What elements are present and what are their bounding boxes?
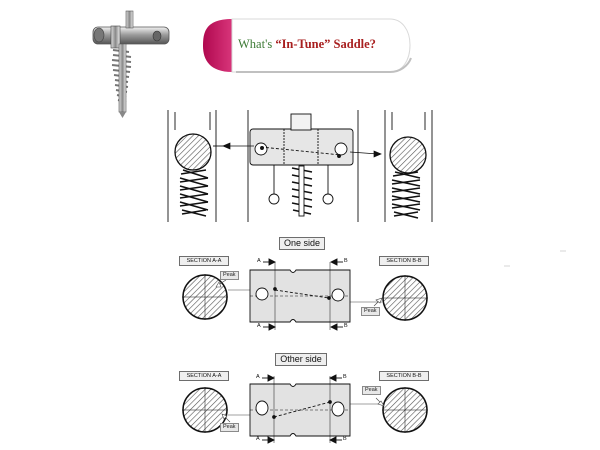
arrow-right	[349, 150, 382, 158]
section-title-other-side: Other side	[275, 353, 327, 366]
other-side-section-a-label: SECTION A-A	[179, 371, 229, 381]
right-cross-view	[384, 110, 433, 222]
one-side-saddle	[249, 262, 351, 330]
banner-prefix: What's	[238, 37, 276, 51]
other-side-marker-b-bottom: B	[343, 436, 347, 442]
one-side-section-arrows	[228, 258, 382, 331]
other-side-peak-right: Peak	[362, 386, 381, 395]
one-side-right-circle	[382, 275, 428, 321]
one-side-marker-a-top: A	[257, 258, 261, 264]
one-side-section-b-label: SECTION B-B	[379, 256, 429, 266]
one-side-peak-left: Peak	[220, 271, 239, 280]
other-side-left-circle	[182, 387, 228, 433]
other-side-marker-a-bottom: A	[256, 436, 260, 442]
one-side-peak-pointers	[215, 279, 383, 307]
one-side-section-a-label: SECTION A-A	[179, 256, 229, 266]
other-side-peak-pointers	[221, 397, 385, 423]
other-side-right-circle	[382, 387, 428, 433]
left-cross-view	[167, 110, 226, 222]
other-side-section-arrows	[228, 374, 382, 444]
other-side-peak-left: Peak	[220, 423, 239, 432]
other-side-section-b-label: SECTION B-B	[379, 371, 429, 381]
one-side-marker-b-bottom: B	[344, 323, 348, 329]
one-side-marker-b-top: B	[344, 258, 348, 264]
banner-quoted-title: “In-Tune” Saddle?	[275, 37, 376, 51]
middle-front-view	[247, 110, 359, 222]
one-side-left-circle	[182, 274, 228, 320]
one-side-peak-right: Peak	[361, 307, 380, 316]
other-side-marker-b-top: B	[343, 374, 347, 380]
arrow-left	[222, 142, 254, 150]
section-title-one-side: One side	[279, 237, 325, 250]
one-side-marker-a-bottom: A	[257, 323, 261, 329]
other-side-marker-a-top: A	[256, 374, 260, 380]
other-side-saddle	[249, 376, 351, 443]
banner-title: What's “In-Tune” Saddle?	[238, 37, 376, 52]
